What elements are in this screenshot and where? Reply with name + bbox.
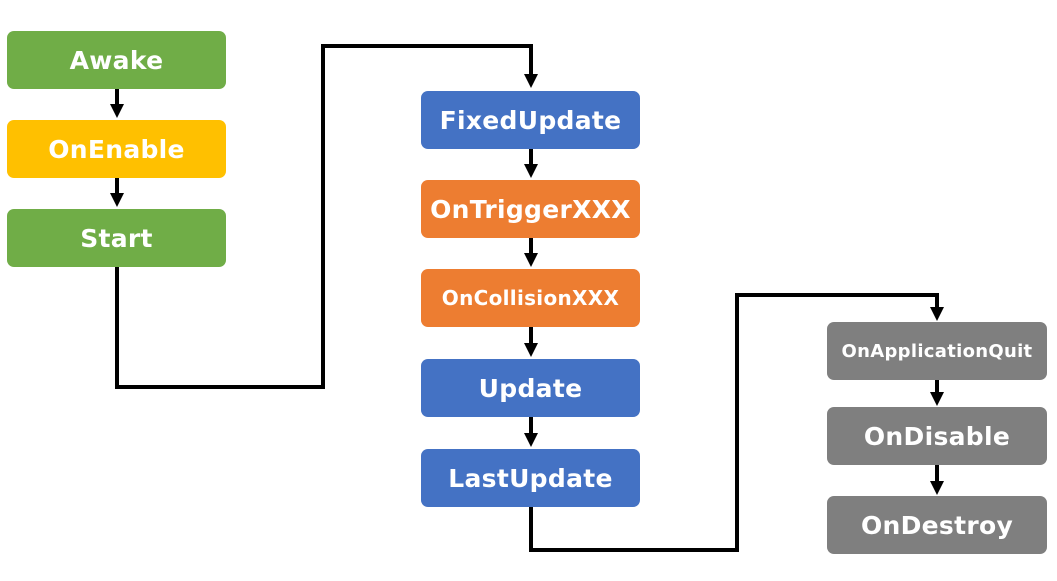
node-start-label: Start	[80, 223, 153, 253]
arrowhead-fixed-update-on-trigger	[524, 164, 538, 178]
arrowhead-update-last-update	[524, 433, 538, 447]
node-awake-label: Awake	[69, 45, 164, 75]
node-on-disable-label: OnDisable	[863, 421, 1011, 451]
arrowhead-last-update-on-application-quit	[930, 307, 944, 321]
node-fixed-update-label: FixedUpdate	[439, 105, 622, 135]
node-on-trigger: OnTriggerXXX	[421, 180, 640, 238]
arrowhead-on-enable-start	[110, 193, 124, 207]
node-on-enable-label: OnEnable	[48, 134, 185, 164]
node-last-update-label: LastUpdate	[448, 463, 613, 493]
arrowhead-on-application-quit-on-disable	[930, 392, 944, 406]
node-on-application-quit-label: OnApplicationQuit	[841, 340, 1033, 362]
edge-start-fixed-update	[115, 44, 533, 389]
arrowhead-on-disable-on-destroy	[930, 481, 944, 495]
node-on-disable: OnDisable	[827, 407, 1047, 465]
node-update: Update	[421, 359, 640, 417]
node-on-enable: OnEnable	[7, 120, 226, 178]
node-on-destroy: OnDestroy	[827, 496, 1047, 554]
node-on-destroy-label: OnDestroy	[860, 510, 1014, 540]
arrowhead-awake-on-enable	[110, 104, 124, 118]
node-awake: Awake	[7, 31, 226, 89]
arrowhead-start-fixed-update	[524, 74, 538, 88]
arrowhead-on-collision-update	[524, 343, 538, 357]
node-on-collision-label: OnCollisionXXX	[441, 286, 620, 310]
node-start: Start	[7, 209, 226, 267]
node-update-label: Update	[478, 373, 583, 403]
node-fixed-update: FixedUpdate	[421, 91, 640, 149]
arrowhead-on-trigger-on-collision	[524, 253, 538, 267]
edge-last-update-on-application-quit	[529, 293, 939, 552]
node-last-update: LastUpdate	[421, 449, 640, 507]
node-on-application-quit: OnApplicationQuit	[827, 322, 1047, 380]
node-on-collision: OnCollisionXXX	[421, 269, 640, 327]
node-on-trigger-label: OnTriggerXXX	[430, 194, 631, 224]
